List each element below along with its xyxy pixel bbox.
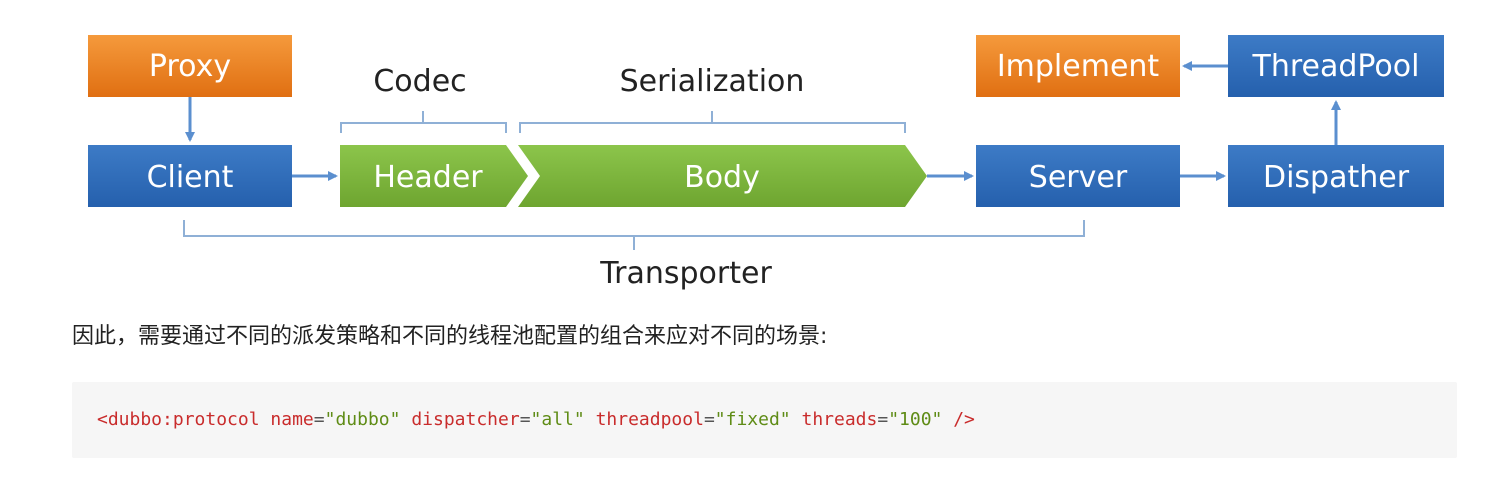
code-val-dispatcher: "all" [530, 409, 585, 430]
codec-bracket [340, 111, 507, 133]
client-label: Client [147, 160, 234, 195]
code-tag-close: /> [953, 409, 975, 430]
threadpool-box: ThreadPool [1228, 35, 1444, 97]
codec-label: Codec [373, 64, 466, 99]
code-attr-threads: threads [801, 409, 878, 430]
implement-box: Implement [976, 35, 1180, 97]
server-box: Server [976, 145, 1180, 207]
dispatcher-box: Dispather [1228, 145, 1444, 207]
intro-paragraph: 因此，需要通过不同的派发策略和不同的线程池配置的组合来应对不同的场景: [72, 324, 828, 349]
code-attr-dispatcher: dispatcher [411, 409, 520, 430]
threadpool-label: ThreadPool [1252, 49, 1420, 84]
serialization-label: Serialization [620, 64, 805, 99]
serialization-bracket [519, 111, 906, 133]
header-label: Header [373, 160, 483, 195]
code-line: <dubbo:protocol name="dubbo" dispatcher=… [97, 408, 975, 432]
proxy-box: Proxy [88, 35, 292, 97]
dubbo-architecture-diagram: Proxy Client Codec Serialization Header … [88, 35, 1444, 291]
code-val-name: "dubbo" [324, 409, 401, 430]
implement-label: Implement [997, 49, 1160, 84]
code-block: <dubbo:protocol name="dubbo" dispatcher=… [72, 382, 1457, 458]
transporter-bracket [183, 220, 1085, 250]
body-shape: Body [518, 145, 927, 207]
code-equals: = [519, 409, 531, 430]
header-shape: Header [340, 145, 528, 207]
body-label: Body [684, 160, 760, 195]
code-val-threads: "100" [888, 409, 943, 430]
code-equals: = [877, 409, 889, 430]
server-label: Server [1029, 160, 1128, 195]
transporter-label: Transporter [599, 256, 772, 291]
code-attr-name: name [270, 409, 314, 430]
code-equals: = [313, 409, 325, 430]
code-tag-open: <dubbo:protocol [97, 409, 260, 430]
code-attr-threadpool: threadpool [595, 409, 704, 430]
dispatcher-label: Dispather [1263, 160, 1410, 195]
code-val-threadpool: "fixed" [714, 409, 791, 430]
proxy-label: Proxy [149, 49, 231, 84]
code-equals: = [703, 409, 715, 430]
client-box: Client [88, 145, 292, 207]
